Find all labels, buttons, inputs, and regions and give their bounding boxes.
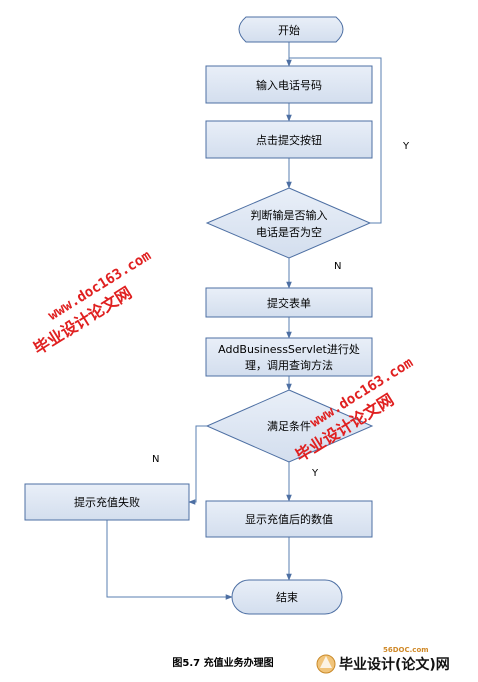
node-start-label: 开始	[278, 23, 300, 37]
node-check-empty: 判断输是否输入 电话是否为空	[205, 187, 372, 259]
node-submit-form-label: 提交表单	[267, 296, 311, 310]
node-submit-form: 提交表单	[205, 287, 373, 318]
logo-small-text: 56DOC.com	[383, 646, 429, 654]
node-fail: 提示充值失败	[24, 483, 190, 521]
watermark-left: 毕业设计论文网 www.doc163.com	[30, 248, 154, 359]
edge-label-check-yes: Y	[402, 141, 410, 152]
node-servlet-label-1: AddBusinessServlet进行处	[218, 343, 360, 356]
site-logo: 56DOC.com 毕业设计(论文)网	[316, 646, 450, 674]
node-check-empty-label-1: 判断输是否输入	[251, 208, 328, 222]
node-condition-label: 满足条件	[267, 419, 311, 433]
edge-check-yes-loop	[289, 57, 382, 224]
logo-big-text: 毕业设计(论文)网	[339, 656, 450, 673]
node-input-phone: 输入电话号码	[205, 65, 373, 104]
edge-fail-to-end	[106, 520, 233, 600]
node-click-submit-label: 点击提交按钮	[256, 133, 322, 147]
node-input-phone-label: 输入电话号码	[256, 78, 322, 92]
node-show-balance-label: 显示充值后的数值	[245, 512, 333, 526]
edge-condition-no-to-fail	[188, 425, 207, 505]
edge-label-check-no: N	[334, 261, 341, 272]
node-fail-label: 提示充值失败	[74, 495, 140, 509]
node-end-label: 结束	[276, 591, 298, 604]
node-click-submit: 点击提交按钮	[205, 120, 373, 159]
edge-label-condition-yes: Y	[311, 468, 319, 479]
node-check-empty-label-2: 电话是否为空	[256, 225, 322, 239]
node-condition: 满足条件	[205, 389, 374, 463]
node-servlet: AddBusinessServlet进行处 理，调用查询方法	[205, 337, 373, 377]
edge-label-condition-no: N	[152, 454, 159, 465]
node-servlet-label-2: 理，调用查询方法	[245, 358, 333, 372]
figure-caption: 图5.7 充值业务办理图	[172, 656, 273, 669]
node-start: 开始	[238, 16, 344, 43]
node-end: 结束	[231, 579, 343, 615]
logo-emblem-icon	[316, 654, 336, 674]
edges	[106, 42, 382, 600]
node-show-balance: 显示充值后的数值	[205, 500, 373, 538]
